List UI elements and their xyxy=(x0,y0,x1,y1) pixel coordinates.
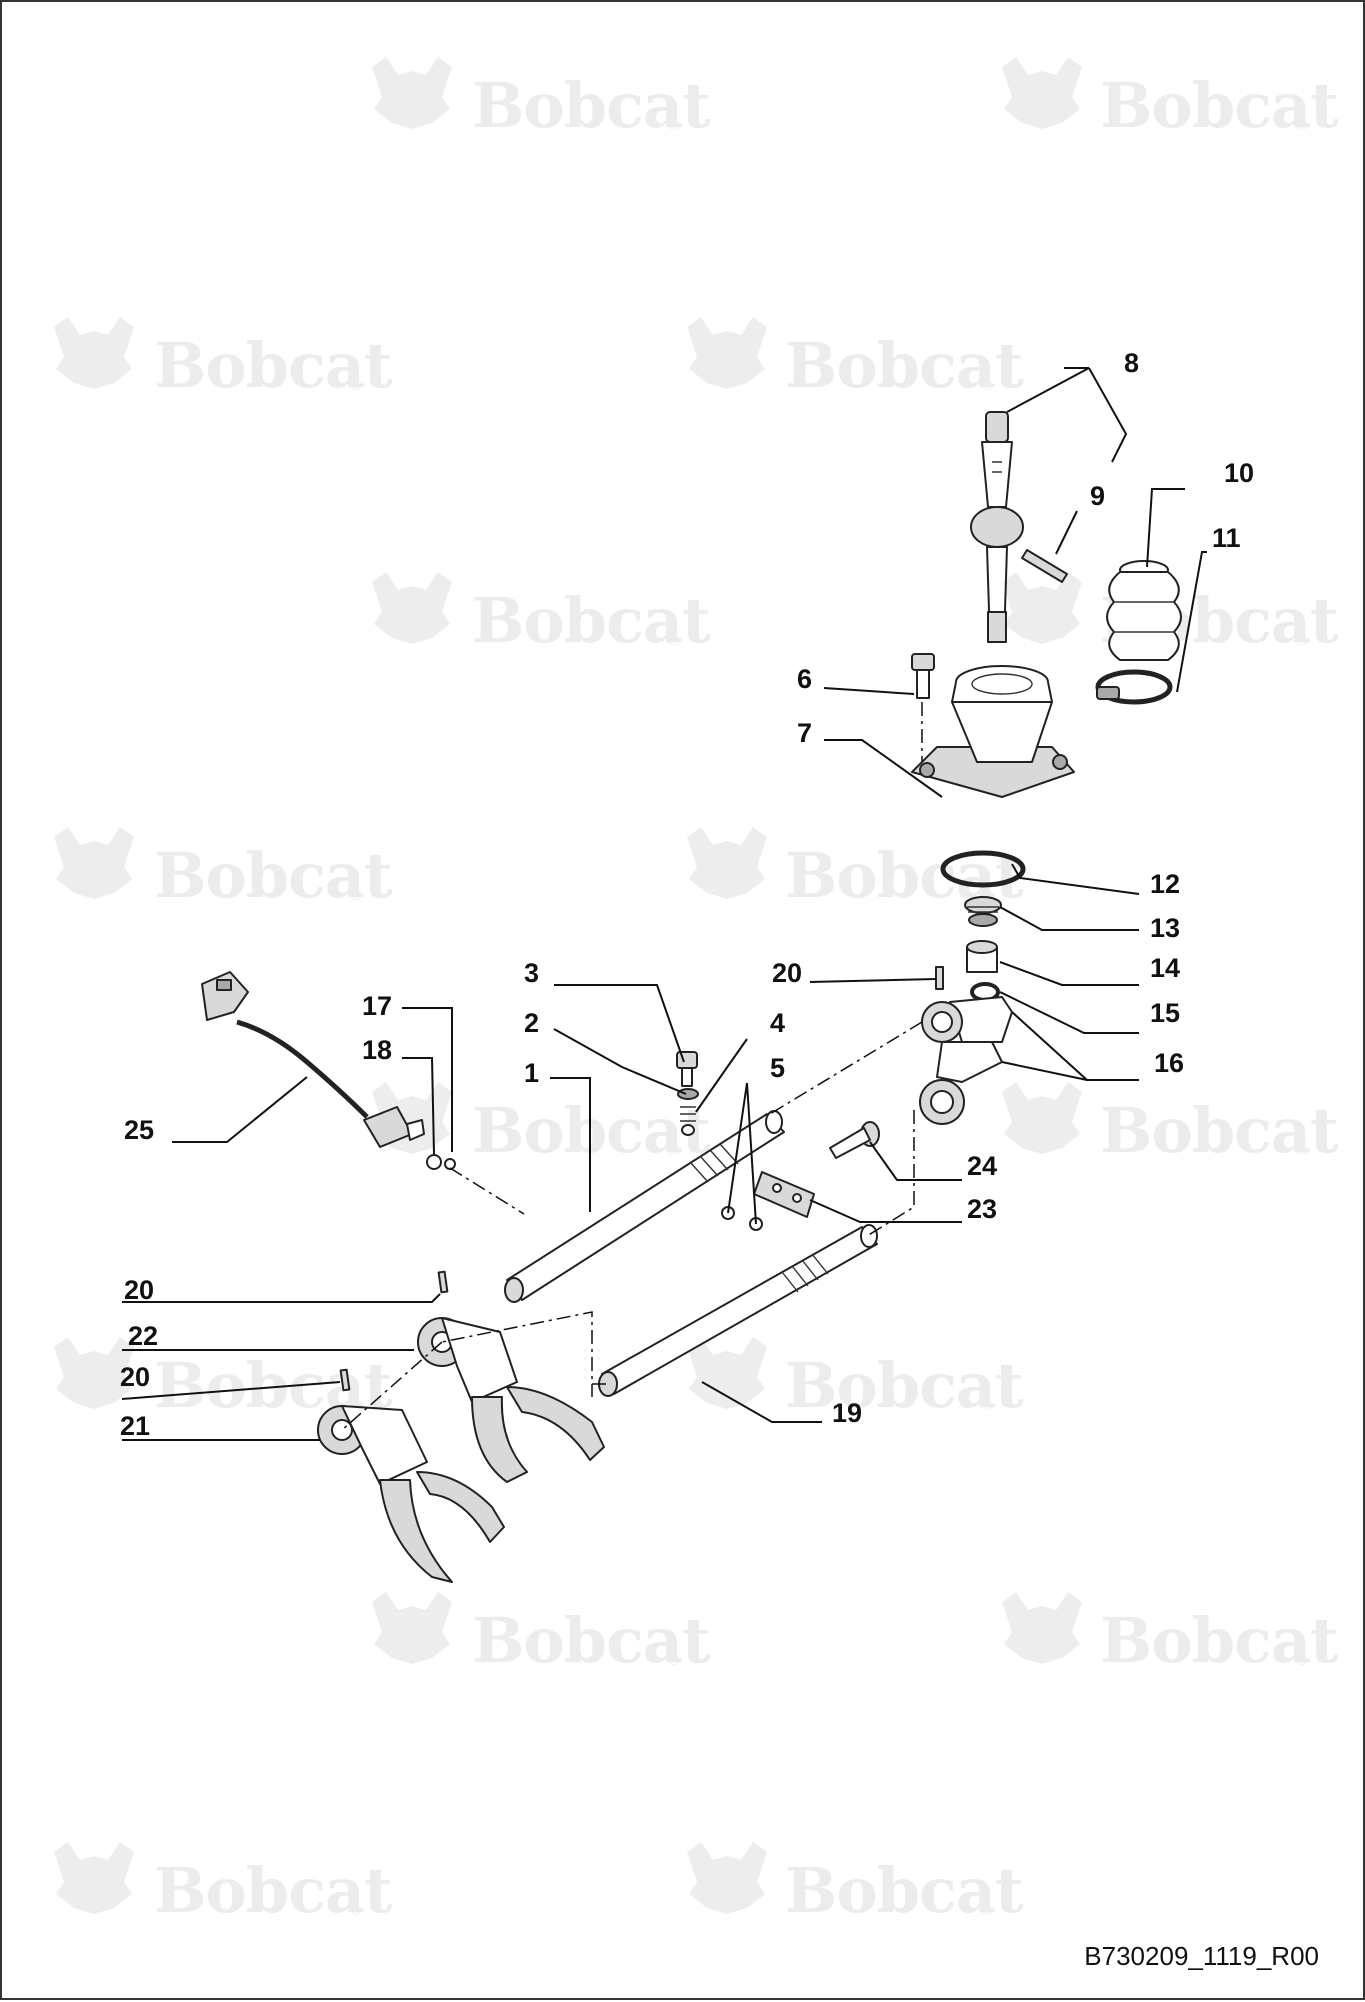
part-roll-pin-20-top xyxy=(935,966,944,990)
part-selector-rod-19 xyxy=(598,1224,878,1397)
part-pin-9 xyxy=(1021,549,1068,583)
watermark-mark: ® xyxy=(667,633,681,649)
watermark-text: Bobcat xyxy=(154,1854,393,1927)
watermark-text: Bobcat xyxy=(785,329,1024,402)
watermark-mark: ® xyxy=(1295,1143,1309,1159)
watermark-text: Bobcat xyxy=(154,329,393,402)
watermark-mark: ® xyxy=(349,1903,363,1919)
part-selector-rod-1 xyxy=(504,1110,785,1303)
watermark-text: Bobcat xyxy=(1100,1094,1339,1167)
part-o-ring-12 xyxy=(940,850,1026,888)
center-lines xyxy=(341,702,923,1431)
watermark-mark: ® xyxy=(980,1903,994,1919)
watermark-text: Bobcat xyxy=(1100,1604,1339,1677)
watermark-mark: ® xyxy=(980,1398,994,1414)
callout-3: 3 xyxy=(524,958,539,988)
callout-20-mid: 20 xyxy=(124,1275,154,1305)
watermark-mark: ® xyxy=(1295,1653,1309,1669)
callout-6: 6 xyxy=(797,664,812,694)
callout-1: 1 xyxy=(524,1058,539,1088)
watermark-mark: ® xyxy=(1295,633,1309,649)
callout-19: 19 xyxy=(832,1398,862,1428)
part-o-rings-17-18 xyxy=(426,1154,456,1170)
part-selector-block xyxy=(919,996,1013,1125)
watermark-text: Bobcat xyxy=(154,839,393,912)
callout-22: 22 xyxy=(128,1321,158,1351)
part-spring-13 xyxy=(964,896,1002,927)
document-id: B730209_1119_R00 xyxy=(1084,1941,1319,1971)
callout-17: 17 xyxy=(362,991,392,1021)
callout-21: 21 xyxy=(120,1411,150,1441)
callout-20-low: 20 xyxy=(120,1362,150,1392)
callout-13: 13 xyxy=(1150,913,1180,943)
part-shift-fork-21 xyxy=(317,1405,505,1583)
watermark-mark: ® xyxy=(1295,118,1309,134)
callout-14: 14 xyxy=(1150,953,1180,983)
callout-7: 7 xyxy=(797,718,812,748)
watermark-text: Bobcat xyxy=(472,584,711,657)
callout-23: 23 xyxy=(967,1194,997,1224)
watermark-layer: Bobcat ® Bobcat ® Bobcat ® Bobcat ® Bobc… xyxy=(54,57,1340,1927)
part-roll-pin-20-mid xyxy=(437,1270,449,1294)
watermark-mark: ® xyxy=(349,378,363,394)
watermark-text: Bobcat xyxy=(1100,69,1339,142)
part-shifter-housing xyxy=(911,665,1075,798)
watermark-text: Bobcat xyxy=(785,1854,1024,1927)
callout-20-top: 20 xyxy=(772,958,802,988)
callout-labels: 8 9 10 11 6 7 12 13 14 15 16 20 3 2 1 4 … xyxy=(120,348,1254,1441)
callout-18: 18 xyxy=(362,1035,392,1065)
callout-10: 10 xyxy=(1224,458,1254,488)
watermark-mark: ® xyxy=(667,118,681,134)
callout-2: 2 xyxy=(524,1008,539,1038)
callout-16: 16 xyxy=(1154,1048,1184,1078)
callout-8: 8 xyxy=(1124,348,1139,378)
watermark-text: Bobcat xyxy=(785,1349,1024,1422)
watermark-mark: ® xyxy=(667,1143,681,1159)
callout-11: 11 xyxy=(1212,523,1241,553)
watermark-text: Bobcat xyxy=(472,69,711,142)
callout-9: 9 xyxy=(1090,481,1105,511)
watermark-mark: ® xyxy=(667,1653,681,1669)
callout-24: 24 xyxy=(967,1151,997,1181)
leader-lines xyxy=(121,367,1207,1441)
part-shift-lever xyxy=(970,411,1024,643)
part-bushing-14 xyxy=(966,940,998,973)
watermark-mark: ® xyxy=(349,888,363,904)
watermark-mark: ® xyxy=(980,378,994,394)
part-roll-pin-20-low xyxy=(339,1368,351,1392)
part-bolt-24 xyxy=(829,1121,880,1159)
part-clamp xyxy=(1095,669,1173,705)
callout-25: 25 xyxy=(124,1115,154,1145)
watermark-text: Bobcat xyxy=(472,1094,711,1167)
callout-4: 4 xyxy=(770,1008,785,1038)
callout-15: 15 xyxy=(1150,998,1180,1028)
part-plate-23 xyxy=(753,1171,815,1218)
callout-12: 12 xyxy=(1150,869,1180,899)
callout-5: 5 xyxy=(770,1053,785,1083)
watermark-text: Bobcat xyxy=(472,1604,711,1677)
part-bolt-6 xyxy=(911,653,935,699)
part-sensor-25 xyxy=(201,971,425,1148)
part-boot xyxy=(1106,560,1182,661)
part-shift-fork-22 xyxy=(417,1317,605,1483)
